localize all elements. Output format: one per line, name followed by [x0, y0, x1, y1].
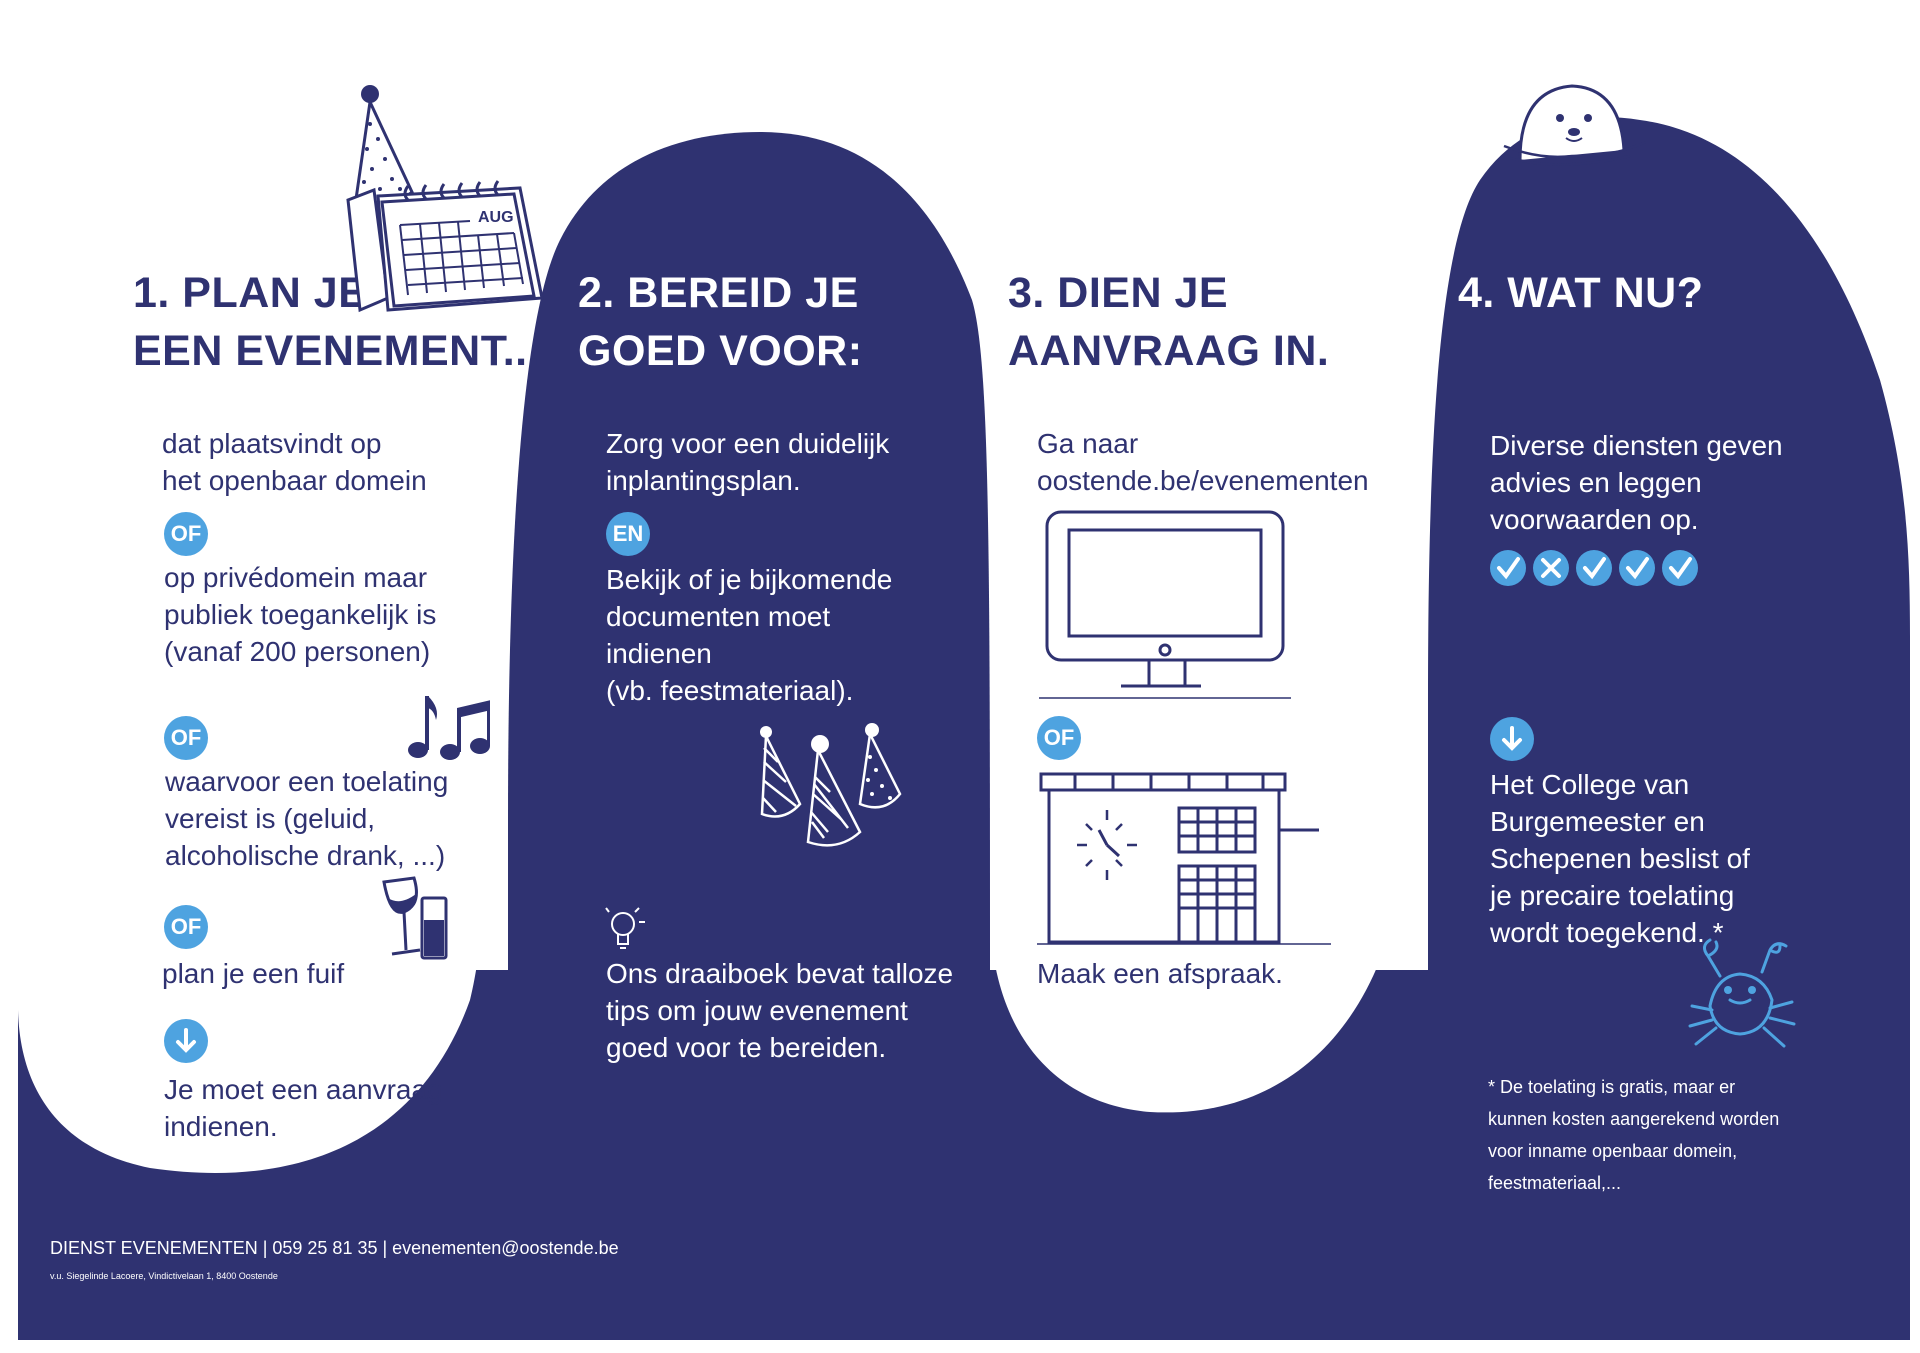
footer-contact: DIENST EVENEMENTEN | 059 25 81 35 | even… [50, 1238, 619, 1258]
step-3-heading-line-2: AANVRAAG IN. [1008, 327, 1330, 375]
step-2-heading: 2. BEREID JE GOED VOOR: [578, 264, 863, 380]
party-hats-icon [758, 722, 908, 857]
text-line: vereist is (geluid, [165, 803, 376, 834]
step-2-heading-line-1: 2. BEREID JE [578, 269, 859, 317]
step-3-heading-line-1: 3. DIEN JE [1008, 269, 1229, 317]
step-1-heading-line-1: 1. PLAN JE [133, 269, 368, 317]
text-line: voorwaarden op. [1490, 504, 1699, 535]
text-line: Je moet een aanvraag [164, 1074, 443, 1105]
text-line: dat plaatsvindt op [162, 428, 382, 459]
text-line: alcoholische drank, ...) [165, 840, 446, 871]
step-1-text-apply: Je moet een aanvraag indienen. [164, 1071, 443, 1145]
lightbulb-icon [605, 906, 647, 959]
or-badge: OF [164, 905, 208, 949]
step-4-heading: 4. WAT NU? [1458, 264, 1703, 322]
text-line: indienen. [164, 1111, 278, 1142]
footer-publisher: v.u. Siegelinde Lacoere, Vindictivelaan … [50, 1271, 278, 1281]
text-line: goed voor te bereiden. [606, 1032, 887, 1063]
text-line: indienen [606, 638, 712, 669]
text-line: Diverse diensten geven [1490, 430, 1783, 461]
crab-icon [1680, 936, 1800, 1061]
step-1-heading: 1. PLAN JE EEN EVENEMENT... [133, 264, 540, 380]
text-line: tips om jouw evenement [606, 995, 908, 1026]
text-line: (vanaf 200 personen) [164, 636, 431, 667]
step-2-text-site-plan: Zorg voor een duidelijk inplantingsplan. [606, 425, 889, 499]
city-hall-building-icon [1035, 770, 1335, 955]
step-1-text-permit: waarvoor een toelating vereist is (gelui… [165, 763, 448, 874]
text-line: Burgemeester en [1490, 806, 1705, 837]
step-2-heading-line-2: GOED VOOR: [578, 327, 863, 375]
step-4-footnote: * De toelating is gratis, maar er kunnen… [1488, 1071, 1779, 1199]
note-line: kunnen kosten aangerekend worden [1488, 1109, 1780, 1129]
text-line: advies en leggen [1490, 467, 1702, 498]
step-2-text-documents: Bekijk of je bijkomende documenten moet … [606, 561, 892, 709]
music-notes-icon [406, 692, 491, 767]
step-4-heading-line-1: 4. WAT NU? [1458, 269, 1704, 317]
text-line: plan je een fuif [162, 958, 345, 989]
calendar-icon: AUG [338, 180, 548, 335]
step-1-text-private-domain: op privédomein maar publiek toegankelijk… [164, 559, 436, 670]
step-3-text-website: Ga naar oostende.be/evenementen [1037, 425, 1369, 499]
step-3-heading: 3. DIEN JE AANVRAAG IN. [1008, 264, 1329, 380]
note-line: voor inname openbaar domein, [1488, 1141, 1738, 1161]
arrow-down-icon [1490, 717, 1534, 766]
monitor-icon [1037, 508, 1293, 709]
or-badge: OF [164, 512, 208, 556]
step-1-heading-line-2: EEN EVENEMENT... [133, 327, 541, 375]
text-line: publiek toegankelijk is [164, 599, 437, 630]
step-1-text-party: plan je een fuif [162, 955, 344, 992]
seal-icon [1500, 80, 1650, 175]
text-line: Zorg voor een duidelijk [606, 428, 890, 459]
text-line: waarvoor een toelating [165, 766, 449, 797]
text-line: Ons draaiboek bevat talloze [606, 958, 954, 989]
step-2-text-script: Ons draaiboek bevat talloze tips om jouw… [606, 955, 953, 1066]
arrow-down-icon [164, 1019, 208, 1068]
text-line: Maak een afspraak. [1037, 958, 1283, 989]
step-4-text-advice: Diverse diensten geven advies en leggen … [1490, 427, 1783, 538]
text-line: het openbaar domein [162, 465, 427, 496]
text-line: wordt toegekend. * [1490, 917, 1724, 948]
and-badge: EN [606, 512, 650, 556]
checks-row [1490, 548, 1706, 593]
text-line: Schepenen beslist of [1490, 843, 1750, 874]
text-line: (vb. feestmateriaal). [606, 675, 854, 706]
step-3-text-appointment: Maak een afspraak. [1037, 955, 1283, 992]
text-line: Ga naar [1037, 428, 1139, 459]
text-line: op privédomein maar [164, 562, 428, 593]
or-badge: OF [1037, 716, 1081, 760]
step-1-text-public-domain: dat plaatsvindt op het openbaar domein [162, 425, 427, 499]
text-line: inplantingsplan. [606, 465, 801, 496]
text-line: oostende.be/evenementen [1037, 465, 1369, 496]
drinks-icon [362, 876, 452, 967]
note-line: feestmateriaal,... [1488, 1173, 1622, 1193]
calendar-month: AUG [478, 209, 514, 226]
or-badge: OF [164, 716, 208, 760]
text-line: Het College van [1490, 769, 1690, 800]
text-line: je precaire toelating [1490, 880, 1735, 911]
text-line: Bekijk of je bijkomende [606, 564, 893, 595]
text-line: documenten moet [606, 601, 831, 632]
note-line: * De toelating is gratis, maar er [1488, 1077, 1736, 1097]
step-4-text-college: Het College van Burgemeester en Schepene… [1490, 766, 1750, 951]
